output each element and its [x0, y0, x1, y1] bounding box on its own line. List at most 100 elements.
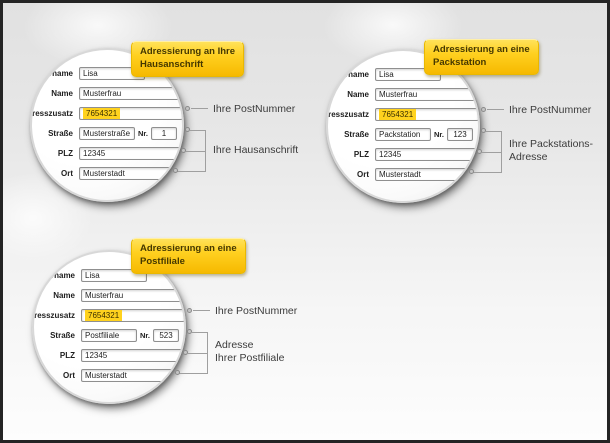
callout-title-line2: Packstation: [433, 56, 487, 68]
annotation-address-line1: Adresse: [215, 339, 254, 351]
form-row-strasse: Straße Postfiliale Nr. 523: [34, 328, 180, 343]
connector-dot: [469, 169, 474, 174]
form-row-strasse: Straße Packstation Nr. 123: [328, 127, 474, 142]
callout-title-line1: Adressierung an Ihre: [140, 46, 236, 57]
connector-line: [487, 109, 504, 110]
callout-title-postfiliale: Adressierung an eine Postfiliale: [131, 238, 246, 275]
strasse-label: Straße: [344, 130, 369, 139]
connector-line: [482, 152, 502, 153]
strasse-input[interactable]: Packstation: [375, 128, 431, 141]
plz-input[interactable]: 12345: [81, 349, 184, 362]
plz-label: PLZ: [59, 351, 75, 360]
annotation-address: Ihre Hausanschrift: [213, 144, 298, 157]
strasse-label: Straße: [50, 331, 75, 340]
connector-line: [188, 353, 208, 354]
hausnummer-input[interactable]: 1: [151, 127, 178, 140]
annotation-postnummer: Ihre PostNummer: [509, 104, 592, 116]
vorname-input[interactable]: Lisa: [81, 269, 147, 282]
form-row-ort: Ort Musterstadt: [328, 167, 475, 182]
connector-line: [186, 151, 206, 152]
callout-title-packstation: Adressierung an eine Packstation: [424, 39, 539, 76]
connector-line: [190, 130, 206, 131]
adresszusatz-input[interactable]: 7654321: [81, 309, 184, 322]
connector-line: [178, 373, 208, 374]
form-row-name: Name Musterfrau: [328, 87, 478, 102]
form-row-strasse: Straße Musterstraße Nr. 1: [32, 126, 178, 141]
callout-title-line2: Postfiliale: [140, 255, 185, 267]
postnummer-highlight: 7654321: [83, 108, 121, 119]
plz-label: PLZ: [353, 150, 369, 159]
ort-input[interactable]: Musterstadt: [81, 369, 181, 382]
callout-title-line1: Adressierung an eine: [140, 243, 237, 254]
connector-dot: [185, 127, 190, 132]
adresszusatz-input[interactable]: 7654321: [375, 108, 478, 121]
adresszusatz-label: Adresszusatz: [328, 110, 369, 119]
connector-dot: [175, 370, 180, 375]
postnummer-highlight: 7654321: [85, 310, 123, 321]
connector-line: [176, 171, 206, 172]
connector-line: [192, 332, 208, 333]
connector-dot: [187, 308, 192, 313]
ort-label: Ort: [357, 170, 369, 179]
annotation-address-line1: Ihre Packstations-: [509, 138, 594, 150]
plz-label: PLZ: [57, 149, 73, 158]
annotation-address-line2: Adresse: [509, 151, 548, 163]
hausnummer-input[interactable]: 523: [153, 329, 180, 342]
strasse-input[interactable]: Musterstraße: [79, 127, 135, 140]
vorname-label: Vorname: [335, 70, 369, 79]
annotation-address-line2: Ihrer Postfiliale: [215, 352, 285, 364]
connector-dot: [187, 329, 192, 334]
connector-dot: [185, 106, 190, 111]
nr-label: Nr.: [434, 130, 445, 139]
name-input[interactable]: Musterfrau: [375, 88, 478, 101]
callout-title-hausanschrift: Adressierung an Ihre Hausanschrift: [131, 41, 245, 78]
annotation-address-line1: Ihre Hausanschrift: [213, 144, 299, 156]
connector-dot: [173, 168, 178, 173]
adresszusatz-input[interactable]: 7654321: [79, 107, 182, 120]
ort-label: Ort: [63, 371, 75, 380]
connector-line: [193, 310, 210, 311]
form-row-adresszusatz: Adresszusatz 7654321: [34, 308, 184, 323]
form-row-adresszusatz: Adresszusatz 7654321: [328, 107, 478, 122]
form-row-vorname: Vorname Lisa: [34, 268, 147, 283]
nr-label: Nr.: [138, 129, 149, 138]
magnifier-lens: Vorname Lisa Name Musterfrau Adresszusat…: [32, 250, 186, 404]
ort-label: Ort: [61, 169, 73, 178]
name-label: Name: [53, 291, 75, 300]
magnifier-panel-postfiliale: Vorname Lisa Name Musterfrau Adresszusat…: [32, 250, 352, 410]
form-row-ort: Ort Musterstadt: [34, 368, 181, 383]
strasse-label: Straße: [48, 129, 73, 138]
nr-label: Nr.: [140, 331, 151, 340]
name-label: Name: [51, 89, 73, 98]
vorname-input[interactable]: Lisa: [79, 67, 145, 80]
connector-dot: [481, 107, 486, 112]
name-input[interactable]: Musterfrau: [79, 87, 182, 100]
vorname-label: Vorname: [41, 271, 75, 280]
callout-title-line1: Adressierung an eine: [433, 44, 530, 55]
form-row-name: Name Musterfrau: [34, 288, 184, 303]
adresszusatz-label: Adresszusatz: [32, 109, 73, 118]
ort-input[interactable]: Musterstadt: [375, 168, 475, 181]
connector-dot: [183, 350, 188, 355]
ort-input[interactable]: Musterstadt: [79, 167, 179, 180]
annotation-postnummer: Ihre PostNummer: [213, 103, 296, 115]
vorname-label: Vorname: [39, 69, 73, 78]
connector-line: [486, 131, 502, 132]
form-row-ort: Ort Musterstadt: [32, 166, 179, 181]
form-row-adresszusatz: Adresszusatz 7654321: [32, 106, 182, 121]
callout-title-line2: Hausanschrift: [140, 58, 204, 70]
connector-line: [191, 108, 208, 109]
postnummer-highlight: 7654321: [379, 109, 417, 120]
hausnummer-input[interactable]: 123: [447, 128, 474, 141]
name-input[interactable]: Musterfrau: [81, 289, 184, 302]
annotation-address: Adresse Ihrer Postfiliale: [215, 339, 284, 365]
connector-dot: [481, 128, 486, 133]
annotation-postnummer: Ihre PostNummer: [215, 305, 298, 317]
name-label: Name: [347, 90, 369, 99]
plz-input[interactable]: 12345: [375, 148, 478, 161]
connector-dot: [181, 148, 186, 153]
connector-line: [472, 172, 502, 173]
strasse-input[interactable]: Postfiliale: [81, 329, 137, 342]
plz-input[interactable]: 12345: [79, 147, 182, 160]
